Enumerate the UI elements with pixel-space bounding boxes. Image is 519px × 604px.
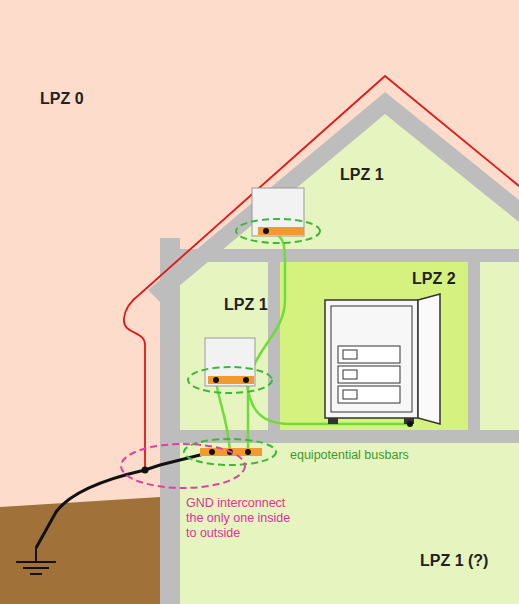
junction-dot <box>142 467 149 474</box>
distribution-box <box>252 188 304 236</box>
attic-zone: LPZ 1 <box>180 110 519 249</box>
terminal-dot <box>243 377 249 383</box>
floor-slab <box>160 430 519 443</box>
room-wall <box>468 262 480 430</box>
ground-symbol <box>16 548 56 574</box>
terminal-dot <box>209 449 215 455</box>
busbar <box>258 227 304 235</box>
zone-label: LPZ 2 <box>412 270 456 288</box>
gnd-note: GND interconnect the only one inside to … <box>186 496 304 541</box>
lpz2-room <box>280 262 468 430</box>
gnd-interconnect-highlight <box>121 444 245 488</box>
busbar <box>208 376 254 384</box>
server-rack <box>325 294 440 427</box>
busbar-highlight <box>184 219 320 465</box>
roof <box>148 92 519 302</box>
protected-room-zone: LPZ 2 <box>280 262 468 430</box>
terminal-dot <box>263 228 269 234</box>
house-interior <box>180 114 519 604</box>
floor-zone: LPZ 1 LPZ 2 <box>180 262 519 430</box>
earth <box>0 497 160 604</box>
zone-label: LPZ 1 (?) <box>420 552 488 570</box>
room-wall <box>268 262 280 430</box>
distribution-box <box>205 338 255 386</box>
zone-label: LPZ 1 <box>340 166 384 184</box>
earthing-wire <box>36 452 212 548</box>
zone-label: LPZ 0 <box>40 90 84 108</box>
terminal-dot <box>213 377 219 383</box>
air-termination-conductor <box>124 76 519 470</box>
busbar-caption: equipotential busbars <box>290 448 460 463</box>
zone-label: LPZ 1 <box>224 296 268 314</box>
terminal-dot <box>245 449 251 455</box>
